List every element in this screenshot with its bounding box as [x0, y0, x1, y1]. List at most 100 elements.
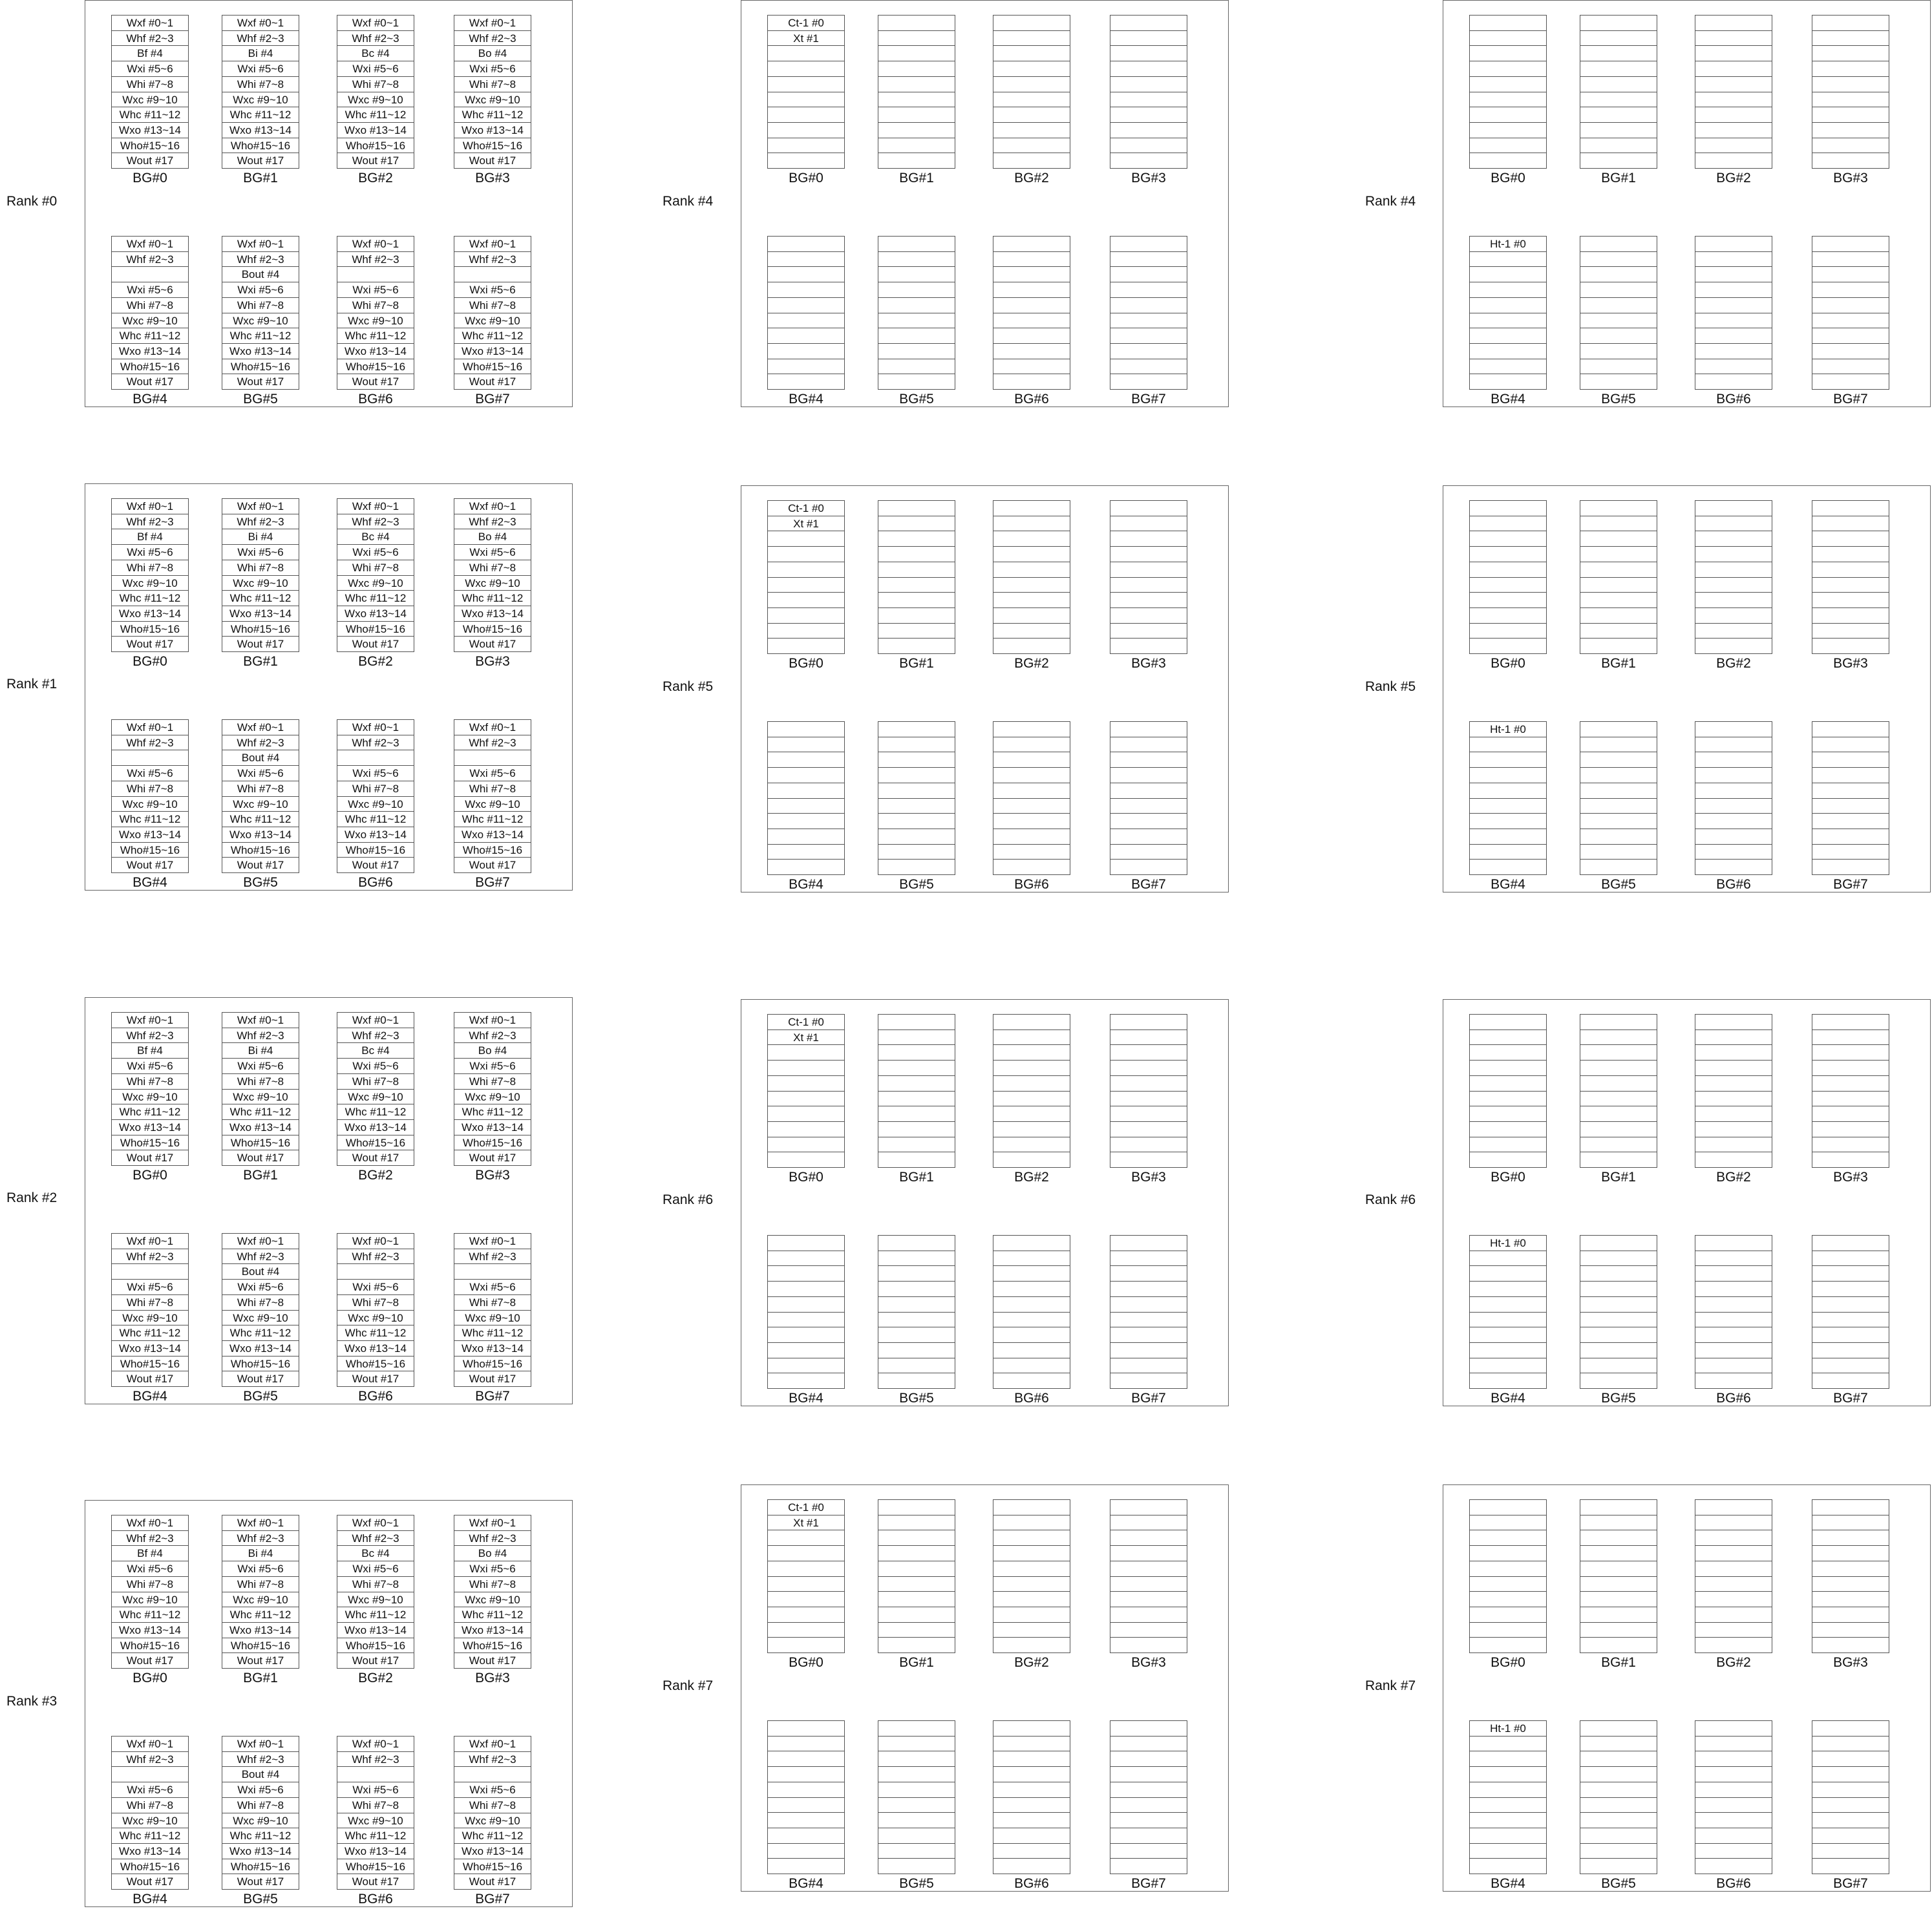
- memory-row: [1110, 1576, 1187, 1592]
- memory-row: [878, 266, 955, 283]
- memory-row: [878, 1842, 955, 1859]
- memory-row: [993, 45, 1070, 62]
- memory-row: [111, 1263, 189, 1280]
- memory-row: [767, 1060, 845, 1077]
- memory-row: [1110, 251, 1187, 268]
- memory-row: Wxf #0~1: [337, 236, 414, 253]
- memory-row: [993, 297, 1070, 313]
- memory-row: Bi #4: [222, 529, 299, 545]
- memory-row: Wxf #0~1: [222, 498, 299, 515]
- memory-row: [1110, 1514, 1187, 1531]
- memory-row: Whf #2~3: [222, 1027, 299, 1044]
- rank-label: Rank #1: [6, 677, 58, 692]
- memory-row: [1580, 638, 1657, 655]
- memory-row: [1469, 828, 1547, 845]
- memory-row: [1469, 1265, 1547, 1282]
- memory-row: Wxc #9~10: [454, 796, 531, 812]
- bank-group-label: BG#0: [789, 656, 823, 671]
- memory-row: [1812, 1637, 1889, 1654]
- memory-row: Bc #4: [337, 529, 414, 545]
- memory-row: [878, 1357, 955, 1374]
- memory-row: Wxf #0~1: [111, 1736, 189, 1753]
- memory-row: [1580, 1842, 1657, 1859]
- memory-row: [1110, 1342, 1187, 1359]
- memory-row: [1695, 236, 1772, 253]
- memory-row: [878, 251, 955, 268]
- memory-row: Wout #17: [337, 374, 414, 390]
- memory-row: [1695, 797, 1772, 814]
- memory-row: [1469, 782, 1547, 799]
- memory-row: [878, 813, 955, 830]
- memory-row: Who#15~16: [454, 1134, 531, 1151]
- memory-row: [1580, 1090, 1657, 1107]
- bank-group-label: BG#7: [475, 1892, 510, 1906]
- memory-row: [878, 638, 955, 655]
- memory-row: Wxc #9~10: [222, 1309, 299, 1326]
- memory-row: Wxf #0~1: [222, 1233, 299, 1250]
- memory-row: [1580, 297, 1657, 313]
- memory-row: [878, 1152, 955, 1168]
- memory-row: [767, 1152, 845, 1168]
- memory-row: [1695, 843, 1772, 860]
- bank-group: BG#5: [1580, 236, 1657, 408]
- memory-row: [878, 843, 955, 860]
- memory-row: Whc #11~12: [111, 107, 189, 123]
- memory-row: [767, 1637, 845, 1654]
- memory-row: [1812, 1029, 1889, 1046]
- bank-group-label: BG#3: [1833, 171, 1868, 185]
- memory-row: [1110, 282, 1187, 299]
- memory-row: [454, 1766, 531, 1783]
- bank-group-label: BG#0: [1491, 1655, 1525, 1670]
- memory-row: [767, 1530, 845, 1547]
- memory-row: [1580, 1751, 1657, 1768]
- memory-row: [1110, 1827, 1187, 1844]
- bank-group-label: BG#7: [1833, 392, 1868, 406]
- bank-group: BG#5: [1580, 1235, 1657, 1408]
- bank-group-label: BG#3: [1131, 656, 1166, 671]
- memory-row: [1812, 1090, 1889, 1107]
- bank-group-label: BG#6: [1014, 1391, 1049, 1406]
- memory-row: Who#15~16: [111, 841, 189, 858]
- memory-row: [1469, 1044, 1547, 1061]
- bank-group-label: BG#5: [899, 392, 934, 406]
- memory-row: Wxo #13~14: [111, 1119, 189, 1136]
- memory-row: [993, 500, 1070, 517]
- memory-row: [1695, 1751, 1772, 1768]
- memory-row: Wxo #13~14: [454, 1340, 531, 1357]
- memory-row: Wxf #0~1: [454, 719, 531, 736]
- memory-row: [111, 266, 189, 283]
- memory-row: [1695, 1766, 1772, 1783]
- memory-row: Whf #2~3: [111, 251, 189, 268]
- memory-row: Whi #7~8: [337, 76, 414, 92]
- memory-row: Who#15~16: [337, 358, 414, 375]
- memory-row: Wxi #5~6: [337, 61, 414, 78]
- memory-row: Who#15~16: [111, 1858, 189, 1875]
- memory-row: Whf #2~3: [222, 1530, 299, 1547]
- bank-group-label: BG#7: [1131, 877, 1166, 892]
- bank-group-label: BG#4: [1491, 1391, 1525, 1406]
- memory-row: Xt #1: [767, 1029, 845, 1046]
- memory-row: [1110, 1735, 1187, 1752]
- memory-row: Xt #1: [767, 1514, 845, 1531]
- memory-row: [878, 91, 955, 108]
- memory-row: [878, 1296, 955, 1313]
- memory-row: [1812, 1106, 1889, 1123]
- memory-row: Whc #11~12: [111, 328, 189, 344]
- memory-row: [993, 1060, 1070, 1077]
- memory-row: [1469, 1296, 1547, 1313]
- memory-row: [1812, 358, 1889, 375]
- memory-row: [767, 592, 845, 609]
- memory-row: Wxi #5~6: [454, 1782, 531, 1799]
- memory-row: [1812, 1499, 1889, 1516]
- memory-row: [1469, 546, 1547, 563]
- memory-row: [1812, 312, 1889, 329]
- memory-row: Wxi #5~6: [111, 1782, 189, 1799]
- memory-row: Bc #4: [337, 45, 414, 62]
- memory-row: [111, 1766, 189, 1783]
- bank-group: BG#1: [878, 500, 955, 673]
- memory-row: Bi #4: [222, 1545, 299, 1562]
- memory-row: Wxo #13~14: [222, 1621, 299, 1639]
- memory-row: [993, 1281, 1070, 1298]
